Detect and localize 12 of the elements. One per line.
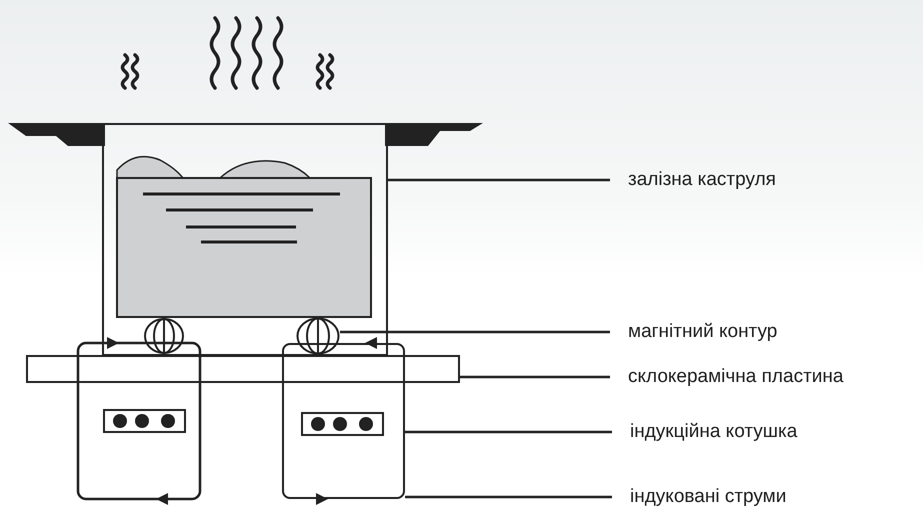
leader-line — [405, 430, 612, 434]
part-label: залізна каструля — [628, 168, 776, 192]
iron-pot — [102, 123, 388, 356]
leader-line — [460, 376, 610, 378]
leader-line — [405, 496, 612, 498]
part-label: індукційна котушка — [630, 420, 798, 444]
part-label: індуковані струми — [630, 485, 786, 509]
induction-coil-housing — [282, 343, 405, 499]
glass-ceramic-plate — [26, 355, 460, 383]
part-label: магнітний контур — [628, 320, 778, 344]
part-label: склокерамічна пластина — [628, 365, 844, 389]
leader-line — [388, 178, 610, 182]
